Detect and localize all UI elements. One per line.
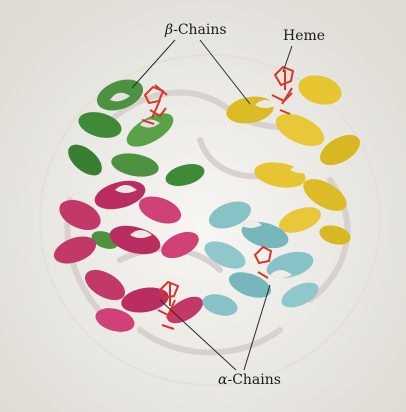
beta-chains-label: β-Chains [165, 22, 227, 38]
alpha-label-text: -Chains [227, 372, 280, 388]
beta-symbol: β [165, 22, 173, 38]
heme-label: Heme [283, 28, 325, 44]
alpha-chains-label: α-Chains [218, 372, 281, 388]
beta-label-text: -Chains [173, 22, 226, 38]
